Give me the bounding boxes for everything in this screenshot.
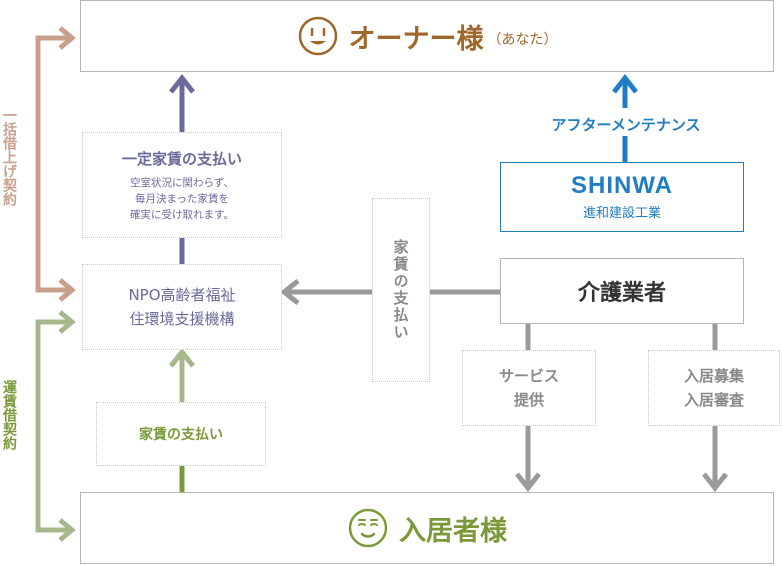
care-provider-box: 介護業者 — [500, 258, 744, 324]
fixed-rent-line-2: 毎月決まった家賃を — [134, 192, 230, 205]
after-maintenance-label: アフターメンテナンス — [551, 116, 701, 134]
resident-box: 入居者様 — [80, 492, 774, 564]
npo-name-line-1: NPO高齢者福祉 — [128, 286, 236, 304]
fixed-rent-box: 一定家賃の支払い 空室状況に関わらず、 毎月決まった家賃を 確実に受け取れます。 — [82, 132, 282, 238]
shinwa-company-name: 進和建設工業 — [582, 206, 661, 221]
owner-box: オーナー様 （あなた） — [80, 0, 774, 72]
smiling-face-icon — [298, 16, 337, 56]
owner-suffix: （あなた） — [487, 32, 558, 48]
service-box: サービス 提供 — [462, 350, 596, 426]
resident-rent-payment-label: 家賃の支払い — [139, 427, 223, 443]
owner-title: オーナー様 — [348, 23, 484, 55]
service-line-1: サービス — [498, 367, 559, 385]
recruit-line-1: 入居募集 — [683, 367, 744, 385]
shinwa-logo: SHINWA — [571, 172, 673, 199]
shinwa-box: SHINWA 進和建設工業 — [500, 162, 744, 232]
elderly-face-icon — [348, 508, 388, 548]
master-lease-contract-label: 一括借上げ契約 — [1, 108, 17, 206]
recruit-line-2: 入居審査 — [683, 391, 744, 409]
care-rent-payment-label: 家賃の支払い — [391, 239, 410, 341]
npo-box: NPO高齢者福祉 住環境支援機構 — [82, 264, 282, 350]
care-provider-label: 介護業者 — [577, 281, 666, 306]
npo-name-line-2: 住環境支援機構 — [129, 310, 235, 328]
fixed-rent-heading: 一定家賃の支払い — [121, 149, 242, 168]
care-rent-payment-box: 家賃の支払い — [372, 198, 430, 382]
resident-title: 入居者様 — [399, 515, 507, 547]
recruit-box: 入居募集 入居審査 — [648, 350, 780, 426]
fixed-rent-line-1: 空室状況に関わらず、 — [129, 176, 235, 189]
lease-contract-label: 運賃借契約 — [1, 380, 17, 450]
fixed-rent-line-3: 確実に受け取れます。 — [130, 208, 234, 221]
service-line-2: 提供 — [513, 391, 544, 409]
resident-rent-payment-box: 家賃の支払い — [96, 402, 266, 466]
